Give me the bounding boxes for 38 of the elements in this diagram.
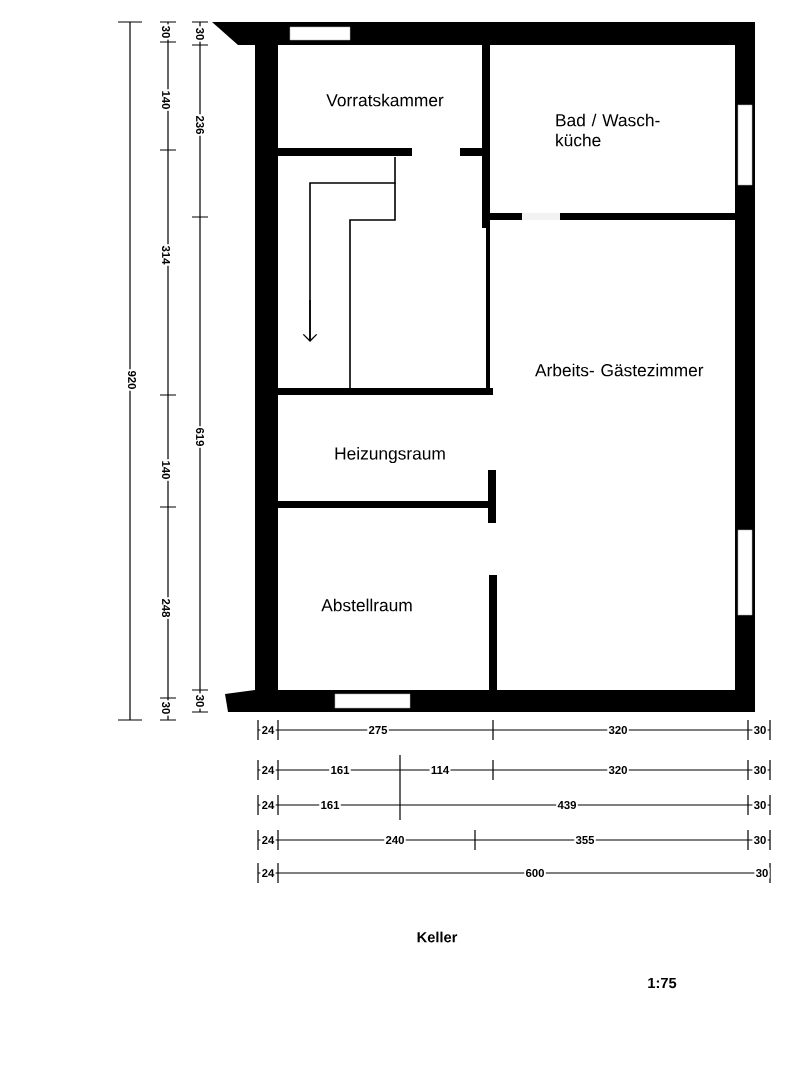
dimension-label: 30 — [752, 799, 768, 811]
dimension-label: 24 — [260, 867, 276, 879]
dimension-label: 24 — [260, 724, 276, 736]
dimension-label: 24 — [260, 764, 276, 776]
dimension-label: 314 — [160, 244, 172, 266]
dimension-label: 30 — [194, 26, 206, 42]
dimension-label: 30 — [160, 700, 172, 716]
dimension-label: 240 — [384, 834, 406, 846]
dimension-label: 320 — [607, 764, 629, 776]
dimension-label: 248 — [160, 597, 172, 619]
dimension-label: 920 — [126, 369, 138, 391]
dimension-label: 439 — [556, 799, 578, 811]
room-label: Abstellraum — [321, 598, 412, 612]
room-label: Vorratskammer — [326, 93, 444, 107]
dimension-label: 30 — [752, 834, 768, 846]
dimension-label: 30 — [160, 24, 172, 40]
dimension-label: 30 — [754, 867, 770, 879]
room-label: Bad / Wasch- küche — [556, 113, 660, 147]
dimension-label: 140 — [160, 459, 172, 481]
dimension-label: 140 — [160, 89, 172, 111]
dimension-label: 600 — [524, 867, 546, 879]
dimension-label: 619 — [194, 426, 206, 448]
dimension-label: 30 — [194, 693, 206, 709]
dimension-label: 236 — [194, 114, 206, 136]
room-label: Arbeits- Gästezimmer — [535, 363, 704, 377]
dimension-label: 275 — [367, 724, 389, 736]
room-label: Heizungsraum — [335, 446, 445, 464]
drawing-title: Keller — [417, 931, 458, 943]
dimension-label: 30 — [752, 724, 768, 736]
dimension-label: 161 — [319, 799, 341, 811]
dimension-label: 355 — [574, 834, 596, 846]
dimension-label: 30 — [752, 764, 768, 776]
dimension-label: 320 — [607, 724, 629, 736]
scale-label: 1:75 — [648, 977, 677, 989]
dimension-label: 24 — [260, 799, 276, 811]
dimension-label: 114 — [429, 764, 451, 776]
dimension-label: 161 — [329, 764, 351, 776]
dimension-label: 24 — [260, 834, 276, 846]
